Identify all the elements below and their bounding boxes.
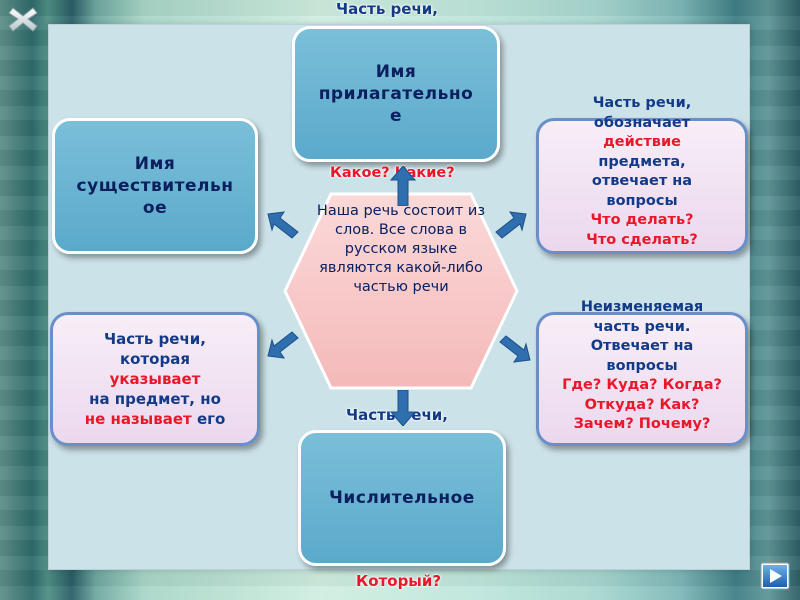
adjective-title-line-2: прилагательно: [318, 84, 474, 104]
pronoun-line-5-red: не называет: [84, 410, 192, 428]
pronoun-line-4: на предмет, но: [89, 390, 221, 408]
verb-line-6: вопросы: [606, 192, 678, 209]
adjective-box: Имя прилагательно е: [292, 26, 500, 162]
verb-line-1: Часть речи,: [592, 95, 692, 111]
verb-box: [536, 118, 748, 254]
close-icon: [8, 7, 38, 32]
adverb-line-1: Неизменяемая: [580, 299, 704, 315]
arrow-down-right-icon: [499, 335, 531, 363]
numeral-question: Который?: [356, 572, 442, 590]
numeral-box: Числительное: [298, 430, 506, 566]
adverb-line-3: Отвечает на: [590, 338, 694, 354]
pronoun-line-2: которая: [120, 350, 190, 368]
noun-box: Имя существительн ое: [52, 118, 258, 254]
adjective-title-line-1: Имя: [375, 62, 417, 82]
arrow-down-icon: [390, 390, 416, 426]
verb-question-1: Что делать?: [590, 212, 694, 228]
verb-line-3: действие: [603, 134, 681, 150]
noun-title-line-1: Имя: [134, 154, 176, 174]
hexagon-shape: [283, 192, 519, 390]
adverb-line-2: часть речи.: [593, 318, 691, 335]
center-hexagon: Наша речь состоит из слов. Все слова в р…: [283, 192, 519, 390]
arrow-up-icon: [390, 166, 416, 206]
pronoun-line-3: указывает: [109, 370, 201, 388]
noun-title-line-2: существительн: [76, 176, 234, 196]
center-text: Наша речь состоит из слов. Все слова в р…: [316, 203, 486, 295]
noun-title-line-3: ое: [142, 198, 168, 218]
verb-line-4: предмета,: [598, 153, 686, 170]
next-slide-button[interactable]: [760, 562, 790, 590]
adjective-question: Какое? Какие?: [330, 165, 455, 181]
numeral-title: Числительное: [329, 488, 475, 508]
adverb-line-4: вопросы: [606, 357, 678, 374]
top-label: Часть речи,: [336, 0, 438, 18]
verb-question-2: Что сделать?: [586, 231, 698, 248]
adverb-text: Неизменяемая часть речи. Отвечает на воп…: [534, 298, 750, 435]
arrow-up-right-icon: [495, 211, 527, 239]
next-arrow-icon: [760, 562, 790, 590]
verb-text: Часть речи, обозначает действие предмета…: [536, 94, 748, 250]
arrow-up-left-icon: [267, 211, 299, 239]
pronoun-box: Часть речи, которая указывает на предмет…: [50, 312, 260, 446]
adverb-question-2: Откуда? Как?: [584, 396, 700, 413]
pronoun-line-1: Часть речи,: [104, 330, 206, 348]
arrow-down-left-icon: [267, 331, 299, 359]
pronoun-line-5-rest: его: [191, 410, 226, 428]
adverb-question-3: Зачем? Почему?: [573, 416, 711, 432]
verb-line-5: отвечает на: [591, 173, 693, 189]
close-button[interactable]: [6, 4, 40, 34]
adjective-title-line-3: е: [389, 106, 403, 126]
adverb-question-1: Где? Куда? Когда?: [562, 377, 722, 393]
adverb-box: [536, 312, 748, 446]
pronoun-line-5: не называет его: [85, 409, 226, 429]
verb-line-2: обозначает: [593, 114, 691, 131]
